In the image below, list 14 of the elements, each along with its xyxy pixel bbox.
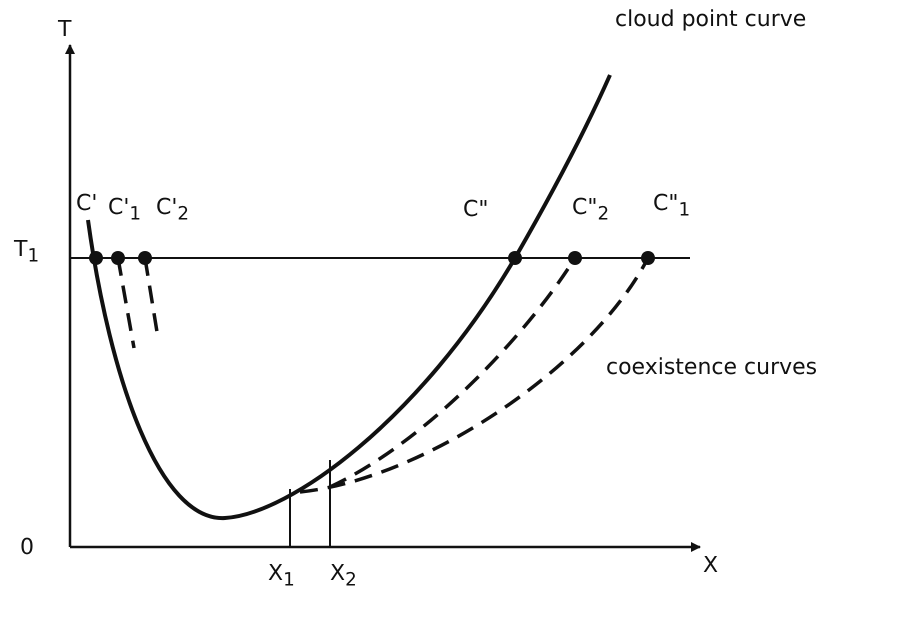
curve-label: cloud point curve: [615, 8, 806, 32]
tick-label: T$_{1}$: [14, 238, 40, 267]
point-label: C': [76, 192, 98, 216]
tick-label: 0: [20, 536, 34, 560]
tick-label: X$_{1}$: [268, 562, 295, 591]
tick-label: X$_{2}$: [330, 562, 357, 591]
point-label: C"$_{1}$: [653, 192, 690, 221]
point-label: C": [463, 198, 488, 222]
point-label: C'$_{2}$: [156, 196, 190, 225]
axis-label: T: [58, 18, 72, 42]
point-label: C'$_{1}$: [108, 196, 142, 225]
curve-label: coexistence curves: [606, 356, 818, 380]
point-label: C"$_{2}$: [572, 196, 610, 225]
axis-label: X: [703, 554, 718, 578]
